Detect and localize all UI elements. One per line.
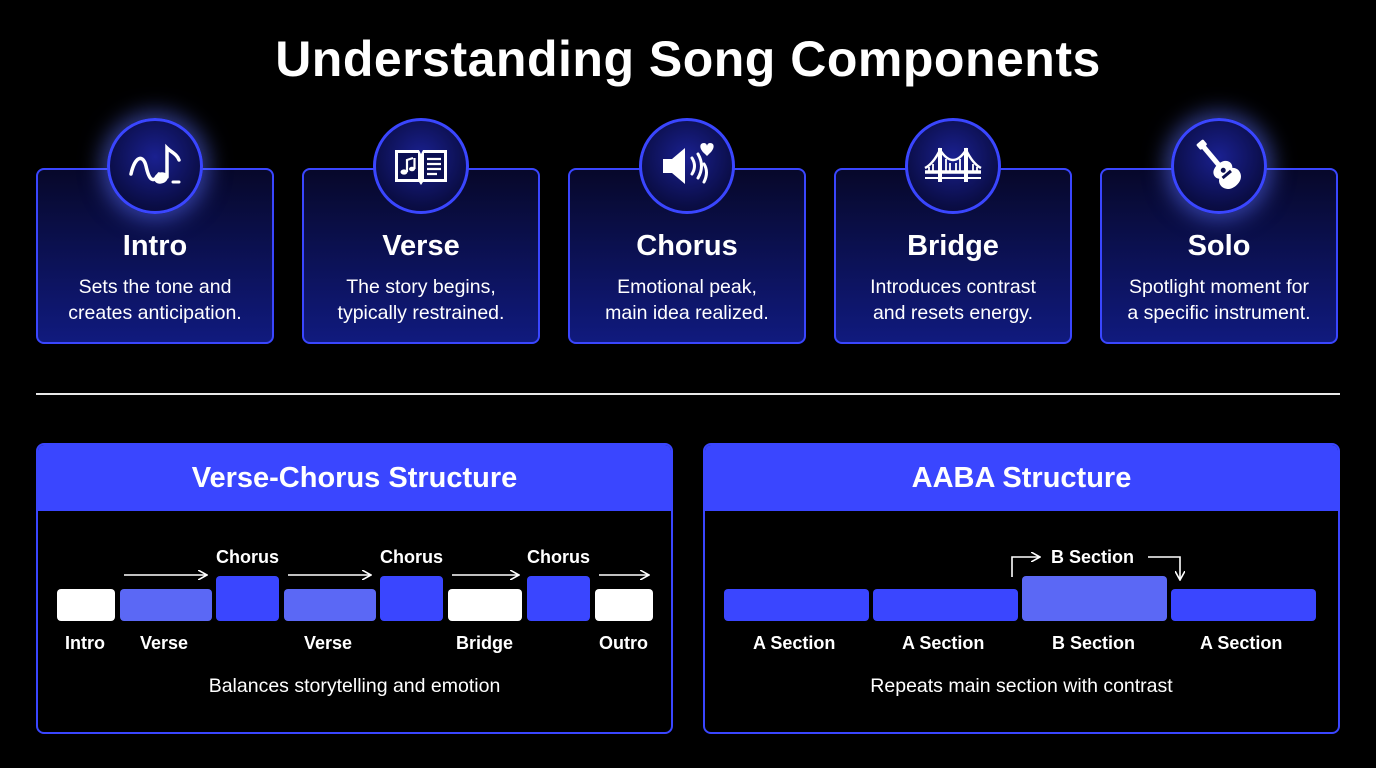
chorus-top-label: Chorus	[380, 547, 443, 567]
section-label: Bridge	[456, 633, 514, 653]
block-chorus	[527, 576, 590, 621]
block-bridge	[448, 589, 522, 621]
section-label: A Section	[902, 633, 985, 653]
component-name: Chorus	[636, 230, 738, 262]
block-a-section	[724, 589, 869, 621]
section-label: A Section	[1200, 633, 1283, 653]
b-section-top-label: B Section	[1051, 547, 1135, 567]
verse-chorus-panel: Verse-Chorus Structure Chorus Chorus Cho…	[36, 443, 673, 734]
aaba-title: AABA Structure	[705, 445, 1338, 511]
block-chorus	[216, 576, 279, 621]
verse-chorus-note: Balances storytelling and emotion	[208, 675, 501, 697]
chorus-top-label: Chorus	[527, 547, 590, 567]
block-verse	[120, 589, 212, 621]
section-label: Verse	[140, 633, 189, 653]
aaba-note: Repeats main section with contrast	[870, 675, 1173, 697]
component-description: Emotional peak,main idea realized.	[605, 276, 769, 324]
b-section-arrows	[1011, 445, 1340, 645]
block-b-section	[1022, 576, 1167, 621]
verse-chorus-title: Verse-Chorus Structure	[38, 445, 671, 511]
section-label: B Section	[1052, 633, 1136, 653]
block-chorus	[380, 576, 443, 621]
component-description: The story begins,typically restrained.	[337, 276, 505, 324]
chorus-top-label: Chorus	[216, 547, 279, 567]
block-a-section	[873, 589, 1018, 621]
open-book-icon	[373, 118, 469, 214]
flow-arrows	[124, 445, 673, 645]
music-note-icon	[107, 118, 203, 214]
aaba-panel: AABA Structure B Section A Section A Sec…	[703, 443, 1340, 734]
arrow-up-right-icon	[1011, 557, 1039, 577]
section-label: Intro	[65, 633, 105, 653]
arrow-down-icon	[1148, 556, 1180, 579]
bridge-icon	[905, 118, 1001, 214]
section-label: A Section	[753, 633, 836, 653]
component-name: Verse	[382, 230, 460, 262]
component-name: Bridge	[907, 230, 999, 262]
speaker-heart-icon	[639, 118, 735, 214]
block-a-section	[1171, 589, 1316, 621]
section-label: Verse	[304, 633, 353, 653]
guitar-icon	[1171, 118, 1267, 214]
block-intro	[57, 589, 115, 621]
component-name: Intro	[122, 230, 188, 262]
block-outro	[595, 589, 653, 621]
section-label: Outro	[599, 633, 648, 653]
section-divider	[36, 393, 1340, 395]
component-name: Solo	[1187, 230, 1251, 262]
page-title: Understanding Song Components	[275, 31, 1101, 87]
block-verse	[284, 589, 376, 621]
